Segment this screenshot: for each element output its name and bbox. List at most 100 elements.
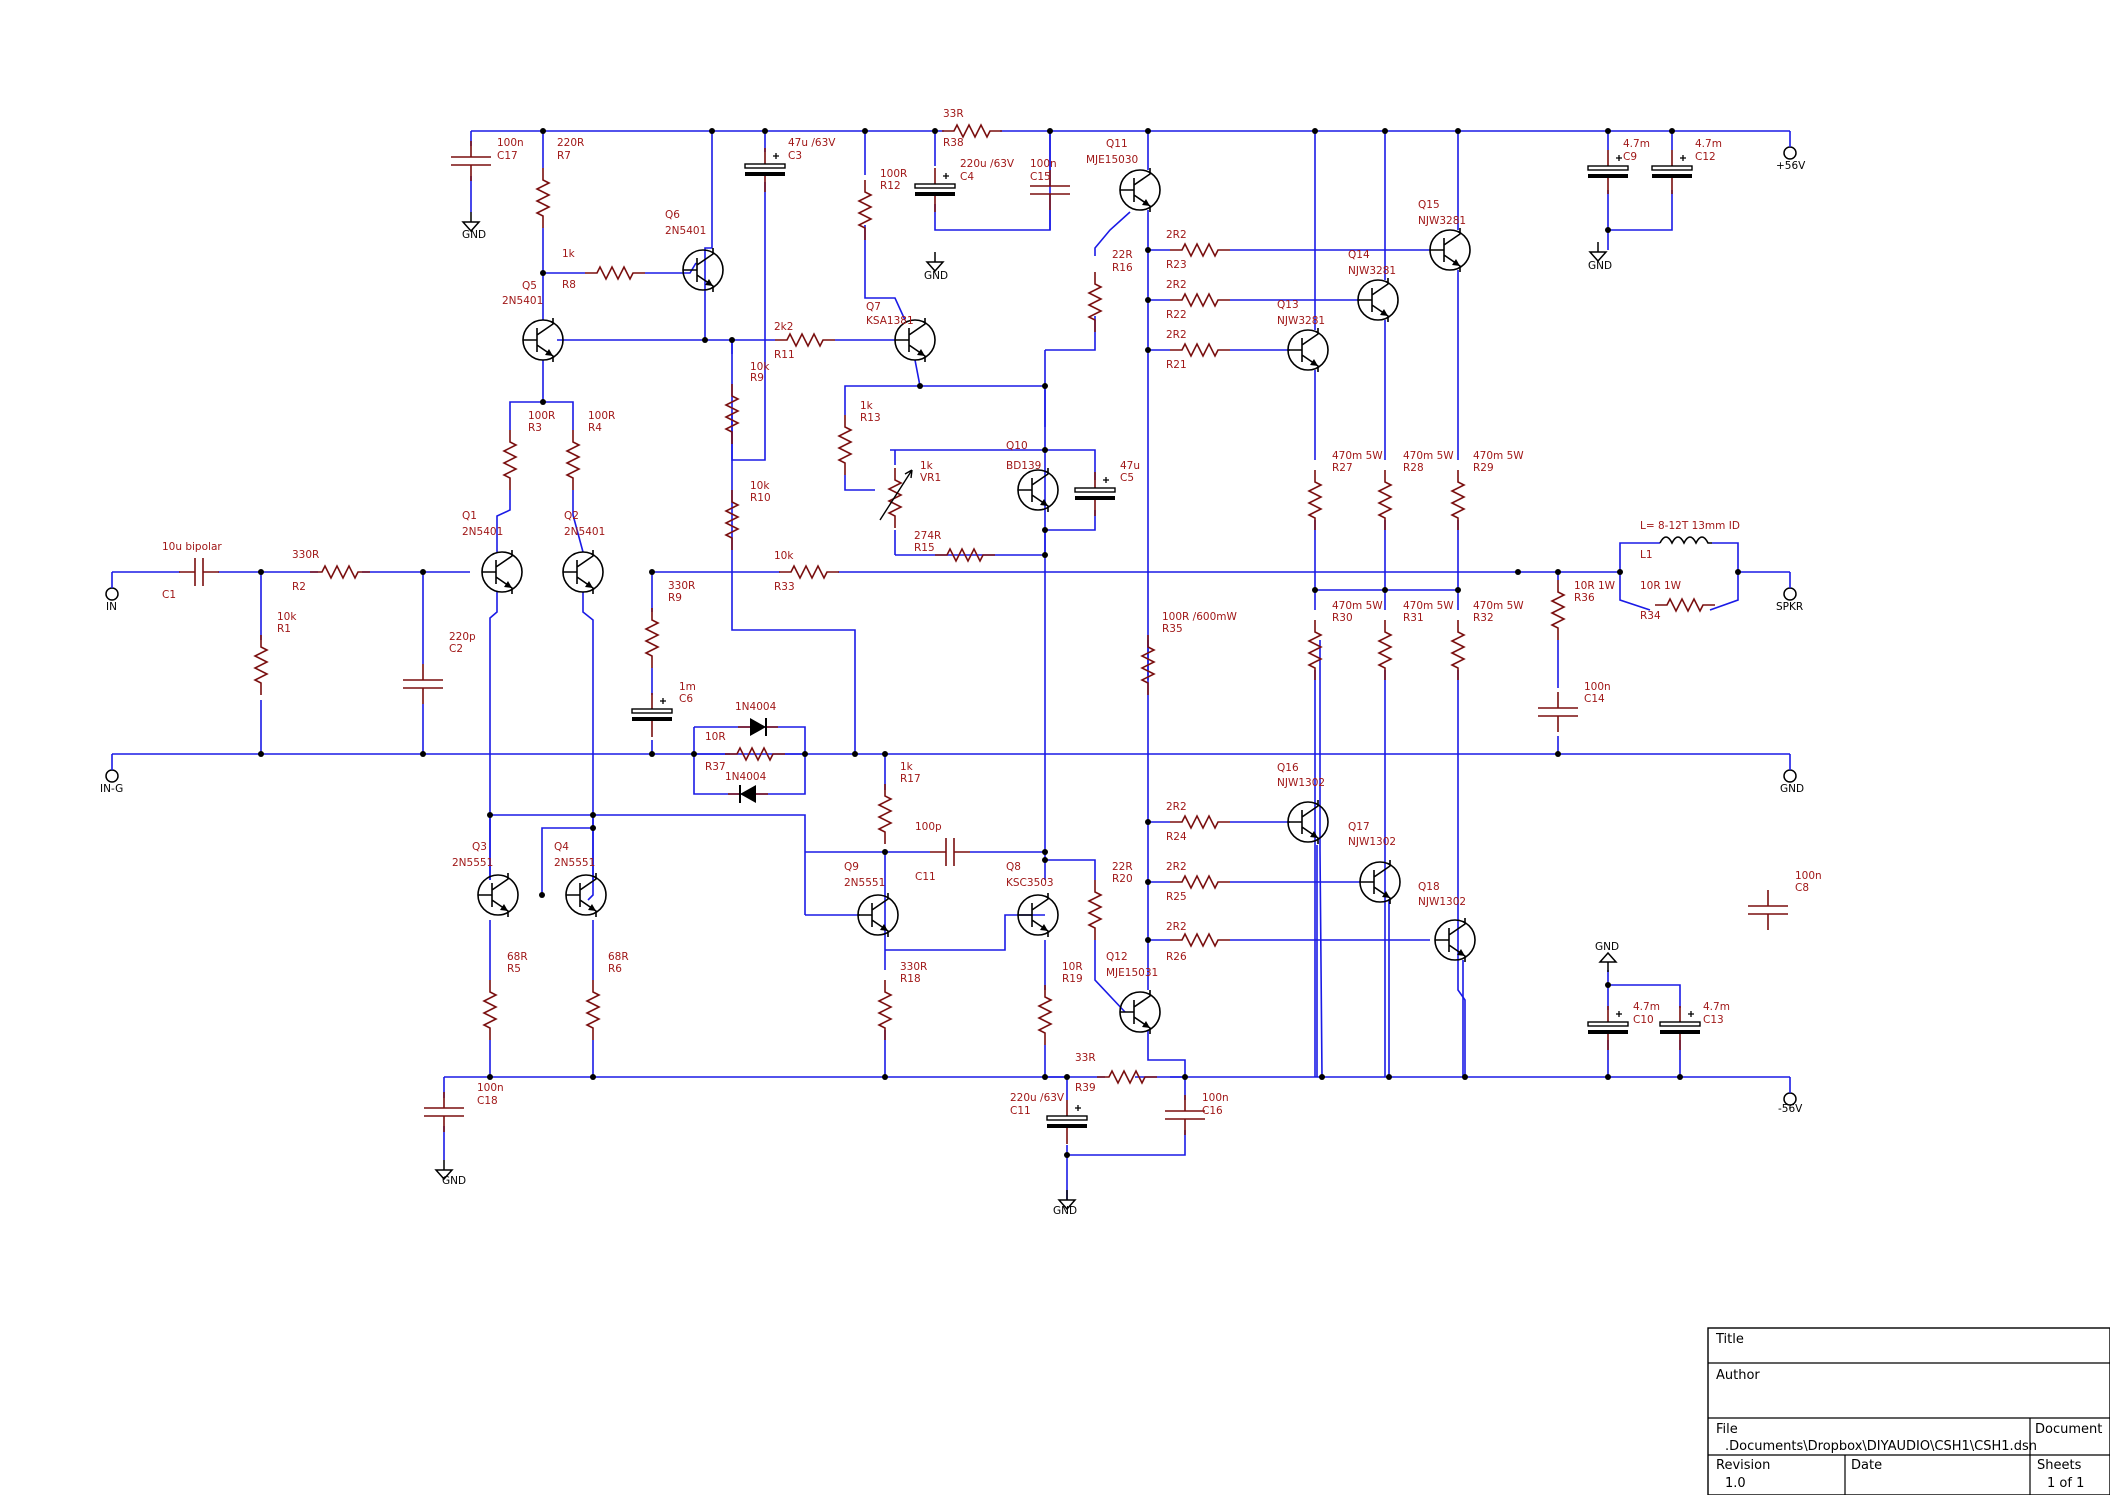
label-c5v: 47u: [1120, 460, 1140, 472]
label-r29: R29: [1473, 462, 1494, 474]
label-q13: Q13: [1277, 299, 1299, 311]
net-label-in: IN: [106, 601, 117, 613]
label-c17v: 100n: [497, 137, 524, 149]
label-r2v: 330R: [292, 549, 319, 561]
label-q11: Q11: [1106, 138, 1128, 150]
label-c13: C13: [1703, 1014, 1724, 1026]
label-q5v: 2N5401: [502, 295, 543, 307]
label-r31: R31: [1403, 612, 1424, 624]
label-r2: R2: [292, 581, 306, 593]
label-r15: R15: [914, 542, 935, 554]
label-r19: R19: [1062, 973, 1083, 985]
label-c14v: 100n: [1584, 681, 1611, 693]
label-r11v: 2k2: [774, 321, 793, 333]
label-r7v: 220R: [557, 137, 584, 149]
title-label: Title: [1715, 1332, 1744, 1347]
label-c14: C14: [1584, 693, 1605, 705]
net-label-gnd4: GND: [1780, 783, 1804, 795]
label-r26: R26: [1166, 951, 1187, 963]
label-c17: C17: [497, 150, 518, 162]
label-c10v: 4.7m: [1633, 1001, 1660, 1013]
label-c4: C4: [960, 171, 974, 183]
label-vr1: VR1: [920, 472, 941, 484]
label-r13: R13: [860, 412, 881, 424]
label-c8: C8: [1795, 882, 1809, 894]
components: [105, 124, 1797, 1210]
label-q2: Q2: [564, 510, 579, 522]
label-r1: R1: [277, 623, 291, 635]
label-c2: C2: [449, 643, 463, 655]
label-r17: R17: [900, 773, 921, 785]
label-c18: C18: [477, 1095, 498, 1107]
label-r13v: 1k: [860, 400, 874, 412]
revision-value: 1.0: [1725, 1476, 1746, 1491]
label-r29v: 470m 5W: [1473, 450, 1524, 462]
label-r1v: 10k: [277, 611, 297, 623]
label-r39: R39: [1075, 1082, 1096, 1094]
label-r37: R37: [705, 761, 726, 773]
label-r16: R16: [1112, 262, 1133, 274]
label-r17v: 1k: [900, 761, 914, 773]
label-q10v: BD139: [1006, 460, 1041, 472]
label-q7: Q7: [866, 301, 881, 313]
label-r30v: 470m 5W: [1332, 600, 1383, 612]
label-q11v: MJE15030: [1086, 154, 1138, 166]
label-r26v: 2R2: [1166, 921, 1187, 933]
label-r27v: 470m 5W: [1332, 450, 1383, 462]
label-c11b: C11: [1010, 1105, 1031, 1117]
label-r3v: 100R: [528, 410, 555, 422]
label-c12v: 4.7m: [1695, 138, 1722, 150]
label-q17: Q17: [1348, 821, 1370, 833]
label-r10v: 10k: [750, 480, 770, 492]
label-r33v: 10k: [774, 550, 794, 562]
label-q2v: 2N5401: [564, 526, 605, 538]
label-c9v: 4.7m: [1623, 138, 1650, 150]
junctions: [258, 128, 1741, 1158]
net-label-gnd1: GND: [462, 229, 486, 241]
label-q15: Q15: [1418, 199, 1440, 211]
net-label-gnd2: GND: [924, 270, 948, 282]
label-q10: Q10: [1006, 440, 1028, 452]
label-r22v: 2R2: [1166, 279, 1187, 291]
net-label-p56: +56V: [1776, 160, 1806, 172]
label-c1v: 10u bipolar: [162, 541, 222, 553]
label-c6: C6: [679, 693, 693, 705]
label-q1: Q1: [462, 510, 477, 522]
net-label-spkr: SPKR: [1776, 601, 1803, 613]
label-r21v: 2R2: [1166, 329, 1187, 341]
label-r37v: 10R: [705, 731, 726, 743]
label-r18v: 330R: [900, 961, 927, 973]
label-c8v: 100n: [1795, 870, 1822, 882]
net-label-gnd6: GND: [442, 1175, 466, 1187]
label-q3: Q3: [472, 841, 487, 853]
label-r38v: 33R: [943, 108, 964, 120]
label-c3v: 47u /63V: [788, 137, 836, 149]
sheets-value: 1 of 1: [2047, 1476, 2084, 1491]
label-r35v: 100R /600mW: [1162, 611, 1237, 623]
label-q17v: NJW1302: [1348, 836, 1396, 848]
label-r30: R30: [1332, 612, 1353, 624]
label-q9v: 2N5551: [844, 877, 885, 889]
label-r34: R34: [1640, 610, 1661, 622]
label-q12: Q12: [1106, 951, 1128, 963]
label-c1: C1: [162, 589, 176, 601]
label-r12: R12: [880, 180, 901, 192]
label-c16: C16: [1202, 1105, 1223, 1117]
label-r25: R25: [1166, 891, 1187, 903]
net-label-gnd5: GND: [1595, 941, 1619, 953]
label-r16v: 22R: [1112, 249, 1133, 261]
net-label-ing: IN-G: [100, 783, 123, 795]
label-c2v: 220p: [449, 631, 476, 643]
label-c11a: C11: [915, 871, 936, 883]
label-r15v: 274R: [914, 530, 941, 542]
label-r20v: 22R: [1112, 861, 1133, 873]
label-r18: R18: [900, 973, 921, 985]
author-label: Author: [1716, 1368, 1760, 1383]
label-r9b: R9: [668, 592, 682, 604]
label-q1v: 2N5401: [462, 526, 503, 538]
label-r34v: 10R 1W: [1640, 580, 1682, 592]
label-r12v: 100R: [880, 168, 907, 180]
label-c5: C5: [1120, 472, 1134, 484]
label-q7v: KSA1381: [866, 315, 914, 327]
file-label: File: [1716, 1422, 1738, 1437]
